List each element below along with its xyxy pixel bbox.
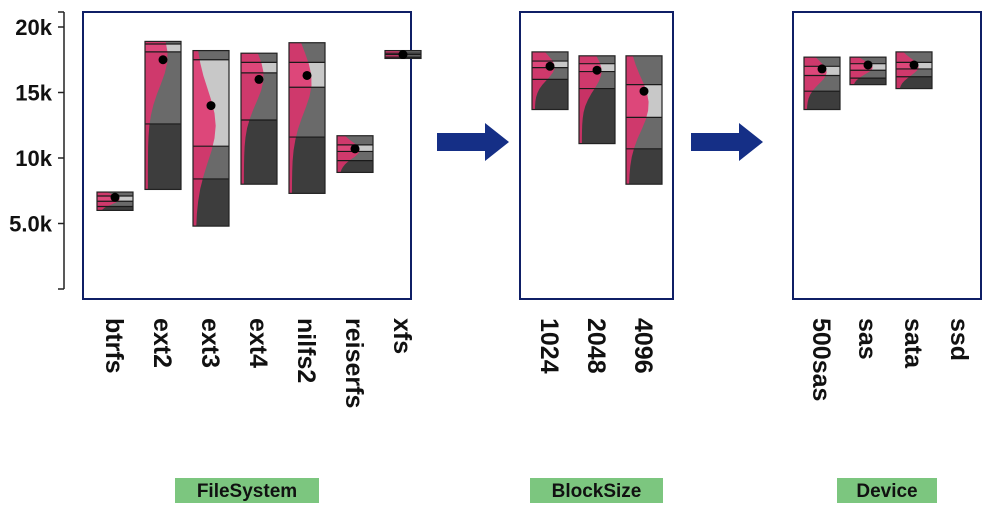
- box-ext3: [192, 49, 230, 227]
- box-reiserfs: [336, 135, 374, 174]
- box-outline: [625, 55, 663, 185]
- mean-dot: [545, 61, 555, 71]
- mean-dot: [110, 192, 120, 202]
- mean-dot: [398, 50, 408, 60]
- box-outline: [895, 51, 933, 90]
- box-2048: [578, 55, 616, 145]
- box-upper-segment: [896, 51, 932, 63]
- mean-dot: [158, 55, 168, 65]
- facet-label-bg: [530, 478, 663, 503]
- category-label-ext3: ext3: [196, 318, 224, 368]
- box-outline: [531, 51, 569, 111]
- category-label-ext2: ext2: [148, 318, 176, 368]
- box-upper-segment: [532, 51, 568, 62]
- box-outline: [803, 56, 841, 111]
- box-sas: [849, 56, 887, 86]
- category-label-sas: sas: [853, 318, 881, 360]
- category-label-reiserfs: reiserfs: [340, 318, 368, 408]
- box-outline: [578, 55, 616, 145]
- right-arrow-icon: [691, 123, 763, 161]
- box-nilfs2: [288, 42, 326, 194]
- y-tick-label: 20k: [15, 15, 52, 40]
- mean-dot: [863, 60, 873, 70]
- category-label-ext4: ext4: [244, 318, 272, 368]
- box-lower-segment: [145, 123, 181, 190]
- category-label-btrfs: btrfs: [100, 318, 128, 374]
- density-shape: [145, 41, 168, 190]
- mean-dot: [909, 60, 919, 70]
- right-arrow-icon: [437, 123, 509, 161]
- facet-label: BlockSize: [552, 481, 642, 502]
- box-upper-segment: [193, 50, 229, 60]
- density-shape: [579, 55, 602, 144]
- box-outline: [336, 135, 374, 174]
- y-tick-label: 10k: [15, 146, 52, 171]
- box-500sas: [803, 56, 841, 111]
- box-q1-segment: [97, 201, 133, 207]
- box-outline: [288, 42, 326, 194]
- category-label-500sas: 500sas: [807, 318, 835, 401]
- box-outline: [240, 52, 278, 185]
- panel-frame: [792, 11, 982, 300]
- box-upper-segment: [850, 57, 886, 64]
- facet-label-bg: [837, 478, 937, 503]
- category-label-4096: 4096: [629, 318, 657, 374]
- box-q1-segment: [850, 70, 886, 79]
- box-ext2: [144, 40, 182, 191]
- box-outline: [96, 191, 134, 211]
- category-label-nilfs2: nilfs2: [292, 318, 320, 383]
- mean-dot: [817, 64, 827, 74]
- box-lower-segment: [804, 91, 840, 110]
- box-lower-segment: [337, 160, 373, 173]
- box-ext4: [240, 52, 278, 185]
- box-sata: [895, 51, 933, 90]
- box-lower-segment: [896, 76, 932, 89]
- facet-label: Device: [856, 481, 917, 502]
- box-1024: [531, 51, 569, 111]
- box-lower-segment: [241, 120, 277, 185]
- box-outline: [849, 56, 887, 86]
- mean-dot: [254, 74, 264, 84]
- category-label-xfs: xfs: [388, 318, 416, 354]
- density-shape: [241, 53, 264, 185]
- category-label-1024: 1024: [535, 318, 563, 374]
- box-outline: [192, 49, 230, 227]
- box-lower-segment: [850, 78, 886, 85]
- box-lower-segment: [97, 206, 133, 211]
- facet-label: FileSystem: [197, 481, 297, 502]
- y-axis: 5.0k 10k 15k 20k: [9, 11, 65, 290]
- panel-filesystem: btrfs ext2 ext3 ext4 nilfs2 reiserfs xfsFileSy…: [82, 11, 422, 503]
- density-shape: [289, 42, 312, 194]
- box-outline: [144, 40, 182, 191]
- box-upper-segment: [337, 135, 373, 145]
- box-xfs: [384, 49, 422, 60]
- density-shape: [193, 50, 216, 227]
- category-label-sata: sata: [899, 318, 927, 369]
- mean-dot: [639, 86, 649, 96]
- box-btrfs: [96, 191, 134, 211]
- mean-dot: [206, 101, 216, 111]
- box-upper-segment: [804, 57, 840, 67]
- mean-dot: [350, 144, 360, 154]
- y-tick-label: 5.0k: [9, 212, 53, 237]
- facet-label-bg: [175, 478, 319, 503]
- category-label-ssd: ssd: [945, 318, 973, 361]
- y-tick-label: 15k: [15, 81, 52, 106]
- box-4096: [625, 55, 663, 185]
- category-label-2048: 2048: [582, 318, 610, 374]
- mean-dot: [592, 65, 602, 75]
- mean-dot: [302, 70, 312, 80]
- box-lower-segment: [289, 137, 325, 194]
